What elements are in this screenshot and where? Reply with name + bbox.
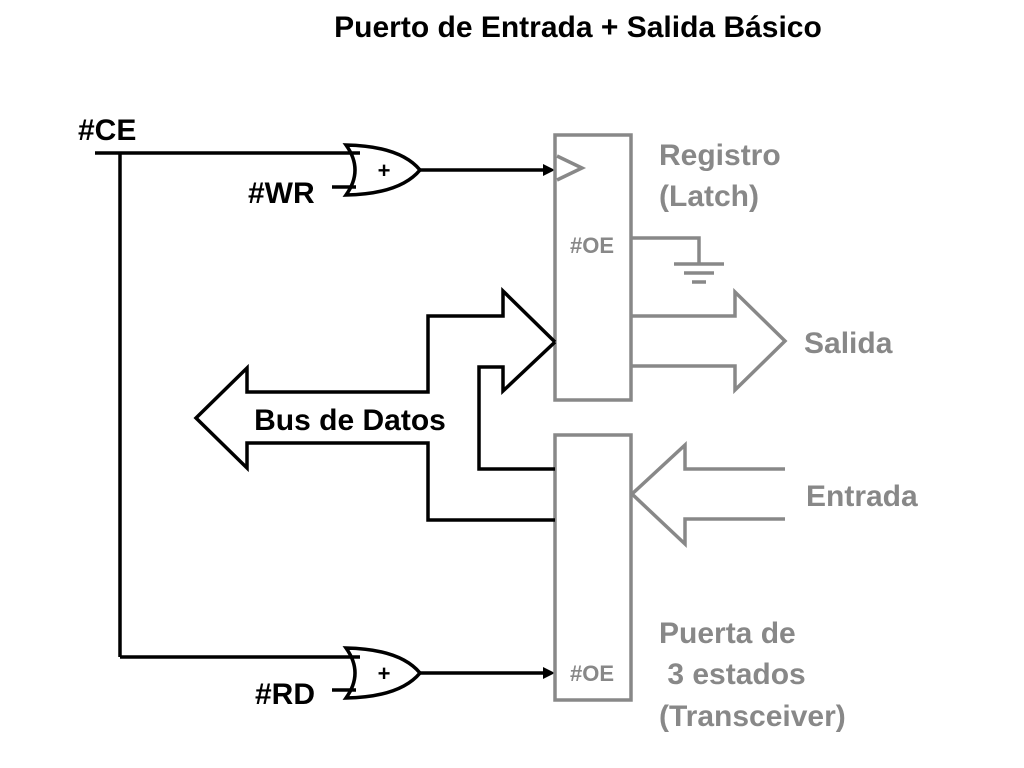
register-clock-triangle: [556, 154, 587, 182]
ce-signal-label: #CE: [78, 114, 136, 147]
or-gate-wr: [342, 143, 423, 197]
register-oe-ground-wire: [631, 236, 701, 263]
input-label: Entrada: [806, 480, 918, 513]
register-name-line2: (Latch): [659, 180, 759, 213]
output-label: Salida: [804, 327, 893, 360]
transceiver-name-line1: Puerta de: [659, 617, 796, 650]
data-bus-return-path: [477, 340, 557, 471]
transceiver-oe-label: #OE: [570, 661, 614, 686]
register-name-line1: Registro: [659, 139, 781, 172]
rd-arrowhead: [543, 667, 555, 679]
register-oe-label: #OE: [570, 233, 614, 258]
wr-signal-label: #WR: [248, 177, 315, 210]
or-gate-rd-symbol: +: [378, 661, 391, 686]
data-bus-arrow: [193, 286, 557, 522]
transceiver-box: [553, 433, 633, 702]
input-arrow: [629, 440, 785, 549]
transceiver-name-line2: 3 estados: [659, 658, 806, 691]
wr-arrowhead: [543, 164, 555, 176]
data-bus-label: Bus de Datos: [254, 404, 446, 437]
diagram-title: Puerto de Entrada + Salida Básico: [334, 11, 822, 44]
transceiver-name-line3: (Transceiver): [659, 700, 846, 733]
or-gate-wr-symbol: +: [378, 158, 391, 183]
register-latch-box: [553, 133, 633, 402]
output-arrow: [631, 287, 788, 395]
rd-signal-label: #RD: [255, 678, 315, 711]
or-gate-rd: [342, 646, 423, 700]
ground-icon: [674, 262, 724, 284]
